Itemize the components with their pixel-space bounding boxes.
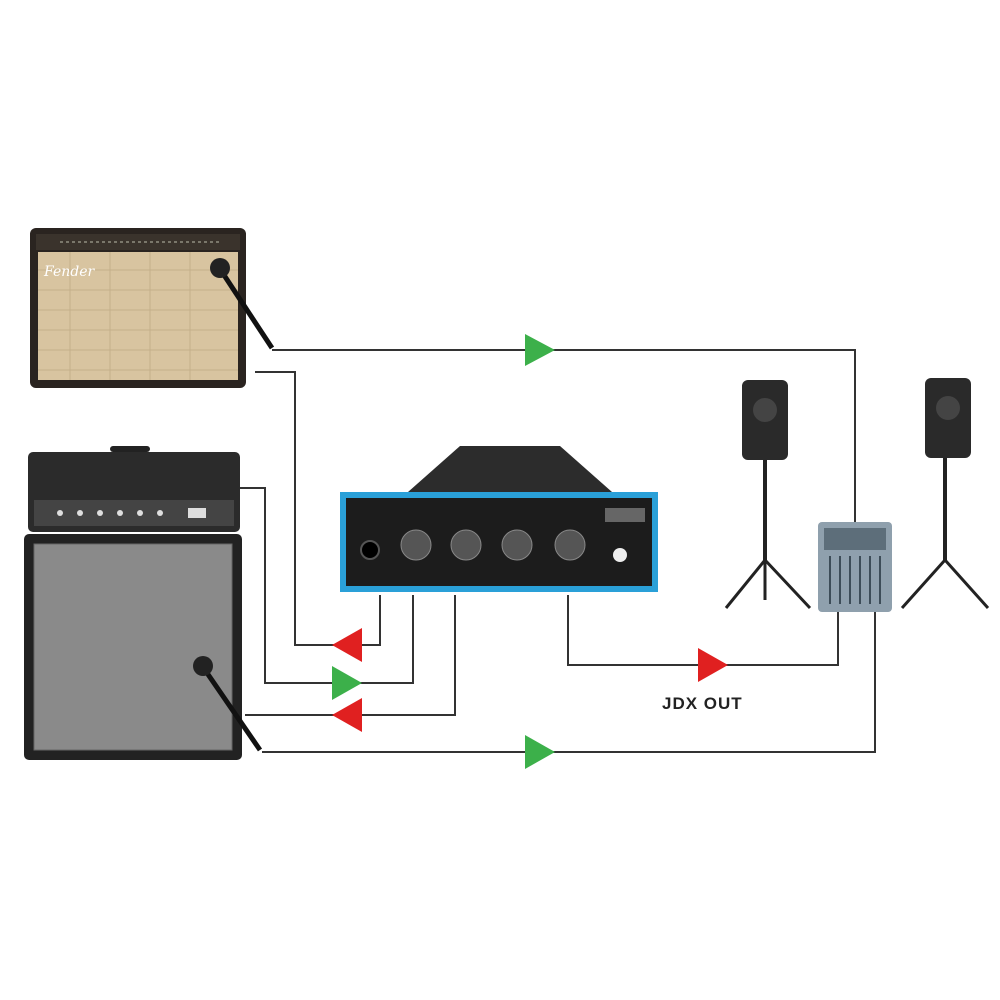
red-arrow-right-icon xyxy=(698,648,728,682)
knob-icon xyxy=(501,529,533,561)
red-arrow-left-icon xyxy=(332,698,362,732)
knob-icon xyxy=(450,529,482,561)
wire-device-to-cab xyxy=(245,595,456,716)
combo-amp: Fender xyxy=(30,228,246,388)
microphone-icon xyxy=(193,656,263,752)
svg-text:Fender: Fender xyxy=(43,264,95,280)
wire-cab-mic-to-mixer xyxy=(262,610,876,753)
knob-icon xyxy=(554,529,586,561)
mixer xyxy=(818,522,892,612)
speaker-cabinet xyxy=(24,534,242,760)
wire-head-to-device xyxy=(240,487,414,684)
pa-speaker-left xyxy=(724,380,812,610)
knob-icon xyxy=(400,529,432,561)
green-arrow-right-icon xyxy=(525,334,555,366)
wire-combo-mic-to-mixer xyxy=(272,349,856,525)
pa-speaker-right xyxy=(900,378,990,610)
microphone-icon xyxy=(210,258,275,350)
led-icon xyxy=(613,548,627,562)
reamp-device xyxy=(340,446,658,592)
jdx-out-label: JDX OUT xyxy=(662,694,743,713)
green-arrow-right-icon xyxy=(525,735,555,769)
input-jack-icon xyxy=(360,540,380,560)
wire-device-to-combo xyxy=(255,371,381,646)
green-arrow-right-icon xyxy=(332,666,362,700)
amp-head xyxy=(28,446,240,532)
red-arrow-left-icon xyxy=(332,628,362,662)
